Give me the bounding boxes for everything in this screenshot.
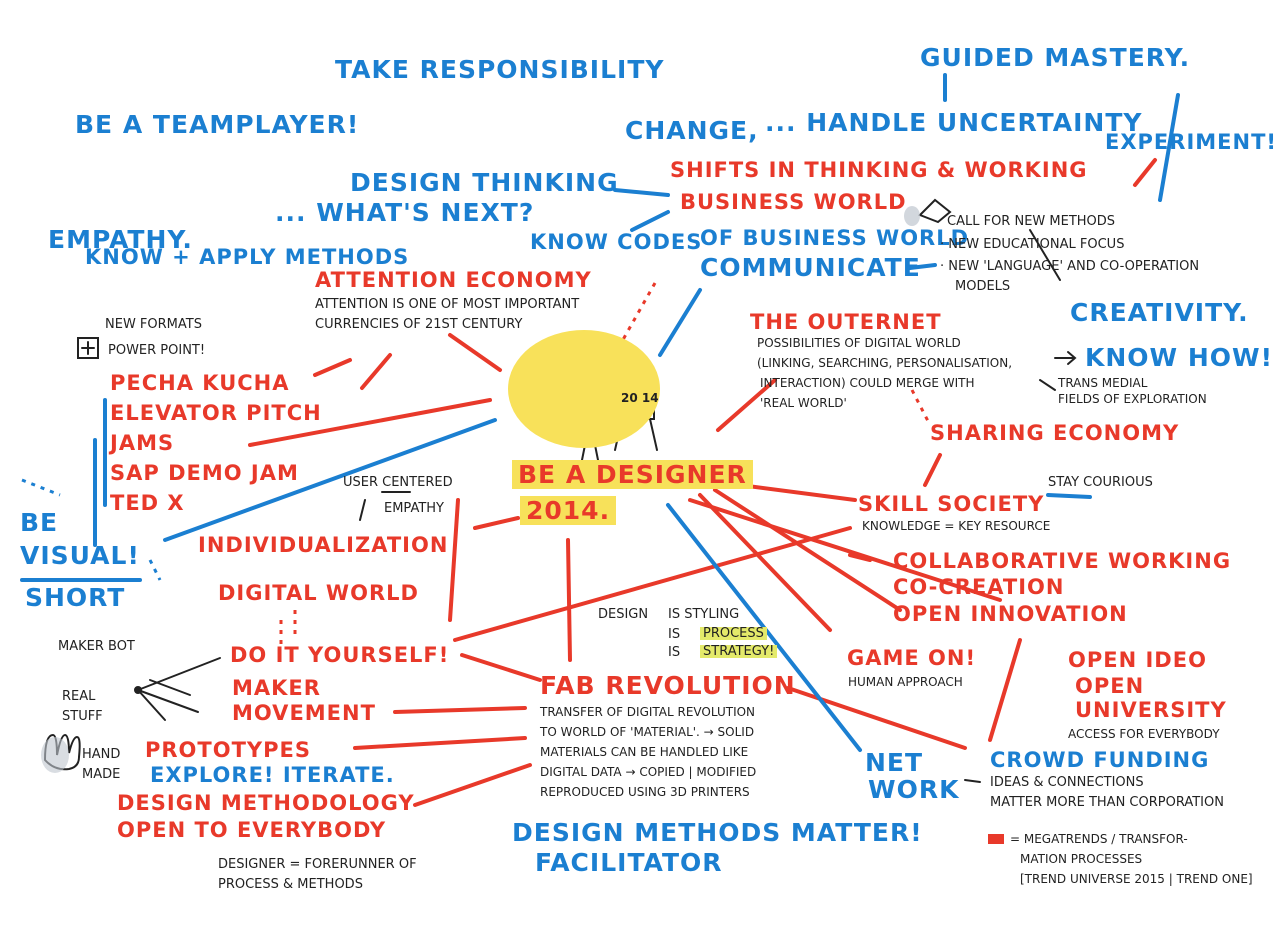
creativity: CREATIVITY. — [1070, 298, 1249, 327]
jams: JAMS — [110, 431, 175, 455]
individualization: INDIVIDUALIZATION — [198, 533, 449, 557]
fab-desc-4: DIGITAL DATA → COPIED | MODIFIED — [540, 765, 757, 779]
empathy-note: EMPATHY — [384, 501, 444, 516]
strategy-word: STRATEGY! — [700, 645, 778, 658]
be-label: BE — [20, 508, 59, 537]
sap-demo-jam: SAP DEMO JAM — [110, 461, 299, 485]
megatrend-legend-3: [TREND UNIVERSE 2015 | TREND ONE] — [1020, 872, 1253, 886]
fab-desc-5: REPRODUCED USING 3D PRINTERS — [540, 785, 750, 799]
note-models: MODELS — [955, 279, 1011, 294]
whats-next: ... WHAT'S NEXT? — [275, 198, 535, 227]
stay-curious: STAY COURIOUS — [1048, 475, 1153, 490]
know-how: KNOW HOW! — [1085, 343, 1273, 372]
outernet-desc-3: INTERACTION) COULD MERGE WITH — [760, 376, 975, 390]
crowd-funding: CROWD FUNDING — [990, 748, 1210, 772]
know-apply-methods: KNOW + APPLY METHODS — [85, 245, 410, 269]
work-label: WORK — [868, 775, 960, 804]
fab-desc-1: TRANSFER OF DIGITAL REVOLUTION — [540, 705, 756, 719]
note-new-edu-focus: · NEW EDUCATIONAL FOCUS — [940, 237, 1125, 252]
collaborative-working: COLLABORATIVE WORKING — [893, 549, 1232, 573]
attention-desc-1: ATTENTION IS ONE OF MOST IMPORTANT — [315, 297, 580, 312]
visual-label: VISUAL! — [20, 541, 140, 570]
outernet-desc-1: POSSIBILITIES OF DIGITAL WORLD — [757, 336, 961, 350]
center-halo — [508, 330, 660, 448]
ideas-connections-2: MATTER MORE THAN CORPORATION — [990, 795, 1224, 810]
open-ideo: OPEN IDEO — [1068, 648, 1207, 672]
movement-label: MOVEMENT — [232, 701, 376, 725]
facilitator: FACILITATOR — [535, 848, 723, 877]
skill-society: SKILL SOCIETY — [858, 492, 1045, 516]
is-styling: IS STYLING — [668, 607, 740, 622]
fab-desc-2: TO WORLD OF 'MATERIAL'. → SOLID — [540, 725, 755, 739]
design-methodology: DESIGN METHODOLOGY — [117, 791, 415, 815]
design-thinking: DESIGN THINKING — [350, 168, 619, 197]
attention-economy: ATTENTION ECONOMY — [315, 268, 592, 292]
note-call-new-methods: CALL FOR NEW METHODS — [947, 214, 1116, 229]
sharing-economy: SHARING ECONOMY — [930, 421, 1180, 445]
empathy: EMPATHY. — [48, 225, 193, 254]
transmedial-1: TRANS MEDIAL — [1058, 376, 1148, 390]
process-word: PROCESS — [700, 627, 767, 640]
ideas-connections-1: IDEAS & CONNECTIONS — [990, 775, 1144, 790]
designer-forerunner-1: DESIGNER = FORERUNNER OF — [218, 857, 417, 872]
guided-mastery: GUIDED MASTERY. — [920, 43, 1191, 72]
be-a-teamplayer: BE A TEAMPLAYER! — [75, 110, 360, 139]
fab-desc-3: MATERIALS CAN BE HANDLED LIKE — [540, 745, 749, 759]
human-approach: HUMAN APPROACH — [848, 675, 963, 689]
hand-label: HAND — [82, 747, 121, 762]
is-process: IS — [668, 627, 681, 642]
co-creation: CO-CREATION — [893, 575, 1065, 599]
outernet-desc-2: (LINKING, SEARCHING, PERSONALISATION, — [757, 356, 1013, 370]
user-centered: USER CENTERED — [343, 475, 453, 490]
prototypes: PROTOTYPES — [145, 738, 311, 762]
net-label: NET — [865, 748, 924, 777]
design-methods-matter: DESIGN METHODS MATTER! — [512, 818, 923, 847]
note-new-language: · NEW 'LANGUAGE' AND CO-OPERATION — [940, 259, 1200, 274]
open-label: OPEN — [1075, 674, 1145, 698]
digital-world: DIGITAL WORLD — [218, 581, 419, 605]
knowledge-key-resource: KNOWLEDGE = KEY RESOURCE — [862, 519, 1051, 533]
design-word: DESIGN — [598, 607, 649, 622]
business-world: BUSINESS WORLD — [680, 190, 907, 214]
new-formats: NEW FORMATS — [105, 317, 202, 332]
maker-bot: MAKER BOT — [58, 639, 135, 654]
shifts-in-thinking: SHIFTS IN THINKING & WORKING — [670, 158, 1088, 182]
experiment: EXPERIMENT! — [1105, 130, 1277, 154]
outernet-desc-4: 'REAL WORLD' — [760, 396, 847, 410]
change: CHANGE, — [625, 116, 759, 145]
handle-uncertainty: ... HANDLE UNCERTAINTY — [765, 108, 1143, 137]
megatrend-legend-1: = MEGATRENDS / TRANSFOR- — [1010, 832, 1188, 846]
explore-iterate: EXPLORE! ITERATE. — [150, 763, 395, 787]
designer-forerunner-2: PROCESS & METHODS — [218, 877, 363, 892]
stuff-label: STUFF — [62, 709, 103, 724]
university-label: UNIVERSITY — [1075, 698, 1227, 722]
real-label: REAL — [62, 689, 96, 704]
do-it-yourself: DO IT YOURSELF! — [230, 643, 450, 667]
fab-revolution: FAB REVOLUTION — [540, 671, 796, 700]
of-business-world: OF BUSINESS WORLD — [700, 226, 970, 250]
megatrend-legend-2: MATION PROCESSES — [1020, 852, 1143, 866]
center-year: 2014. — [520, 496, 617, 525]
sign-year: 20 14 — [621, 391, 659, 405]
communicate: COMMUNICATE — [700, 253, 921, 282]
know-codes: KNOW CODES — [530, 230, 703, 254]
power-point: POWER POINT! — [108, 343, 206, 358]
the-outernet: THE OUTERNET — [750, 310, 942, 334]
short-label: SHORT — [25, 583, 126, 612]
game-on: GAME ON! — [847, 646, 977, 670]
elevator-pitch: ELEVATOR PITCH — [110, 401, 322, 425]
transmedial-2: FIELDS OF EXPLORATION — [1058, 392, 1207, 406]
open-innovation: OPEN INNOVATION — [893, 602, 1128, 626]
maker-label: MAKER — [232, 676, 321, 700]
access-for-everybody: ACCESS FOR EVERYBODY — [1068, 727, 1220, 741]
made-label: MADE — [82, 767, 121, 782]
open-to-everybody: OPEN TO EVERYBODY — [117, 818, 387, 842]
ted-x: TED X — [110, 491, 185, 515]
attention-desc-2: CURRENCIES OF 21ST CENTURY — [315, 317, 523, 332]
is-strategy: IS — [668, 645, 681, 660]
take-responsibility: TAKE RESPONSIBILITY — [335, 55, 665, 84]
center-title: BE A DESIGNER — [512, 460, 753, 489]
pecha-kucha: PECHA KUCHA — [110, 371, 290, 395]
